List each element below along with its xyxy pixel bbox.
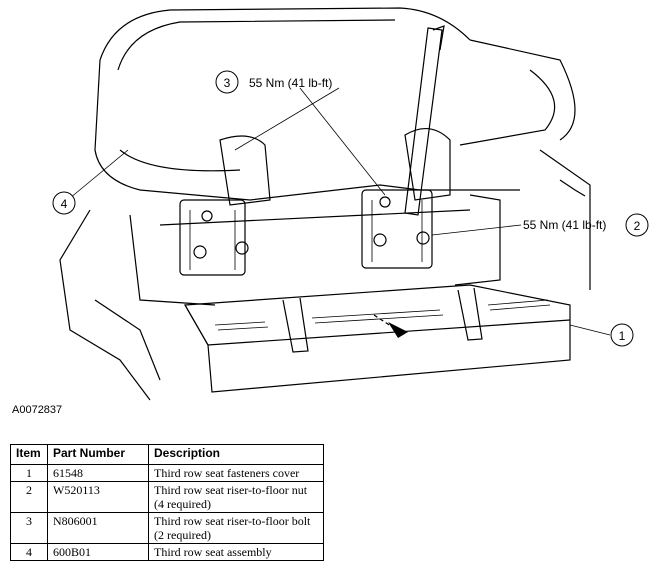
header-description: Description <box>148 444 324 465</box>
seat-assembly-illustration: 4 3 55 Nm (41 lb-ft) 2 55 Nm (41 lb-ft) … <box>52 7 649 401</box>
callout-2-torque: 55 Nm (41 lb-ft) <box>523 218 606 232</box>
callout-2-circle <box>625 213 649 237</box>
header-part-number: Part Number <box>47 444 149 465</box>
table-row: 3 N806001 Third row seat riser-to-floor … <box>10 512 324 544</box>
table-row: 4 600B01 Third row seat assembly <box>10 543 324 561</box>
cell-part-number: W520113 <box>47 481 149 513</box>
callout-2-number: 2 <box>634 219 641 233</box>
leader-lines <box>63 87 611 336</box>
cell-item: 2 <box>10 481 48 513</box>
parts-table: Item Part Number Description 1 61548 Thi… <box>10 444 324 561</box>
cell-description: Third row seat riser-to-floor bolt (2 re… <box>148 512 324 544</box>
cell-description: Third row seat fasteners cover <box>148 464 324 482</box>
callout-1-number: 1 <box>619 329 626 343</box>
header-item: Item <box>10 444 48 465</box>
seat-assembly-drawing <box>59 7 591 401</box>
cell-description: Third row seat assembly <box>148 543 324 561</box>
callout-1-circle <box>610 323 634 347</box>
table-row: 2 W520113 Third row seat riser-to-floor … <box>10 481 324 513</box>
cell-item: 4 <box>10 543 48 561</box>
cell-part-number: 61548 <box>47 464 149 482</box>
cell-item: 3 <box>10 512 48 544</box>
cell-part-number: 600B01 <box>47 543 149 561</box>
callout-3-circle <box>215 70 239 94</box>
table-header-row: Item Part Number Description <box>10 444 324 465</box>
callout-4-number: 4 <box>61 197 68 211</box>
table-row: 1 61548 Third row seat fasteners cover <box>10 464 324 482</box>
cell-part-number: N806001 <box>47 512 149 544</box>
callout-3-torque: 55 Nm (41 lb-ft) <box>249 76 332 90</box>
cell-description: Third row seat riser-to-floor nut (4 req… <box>148 481 324 513</box>
figure-id: A0072837 <box>12 404 63 416</box>
callout-4-circle <box>52 191 76 215</box>
nut-markers <box>193 196 430 259</box>
callout-3-number: 3 <box>224 76 231 90</box>
cell-item: 1 <box>10 464 48 482</box>
